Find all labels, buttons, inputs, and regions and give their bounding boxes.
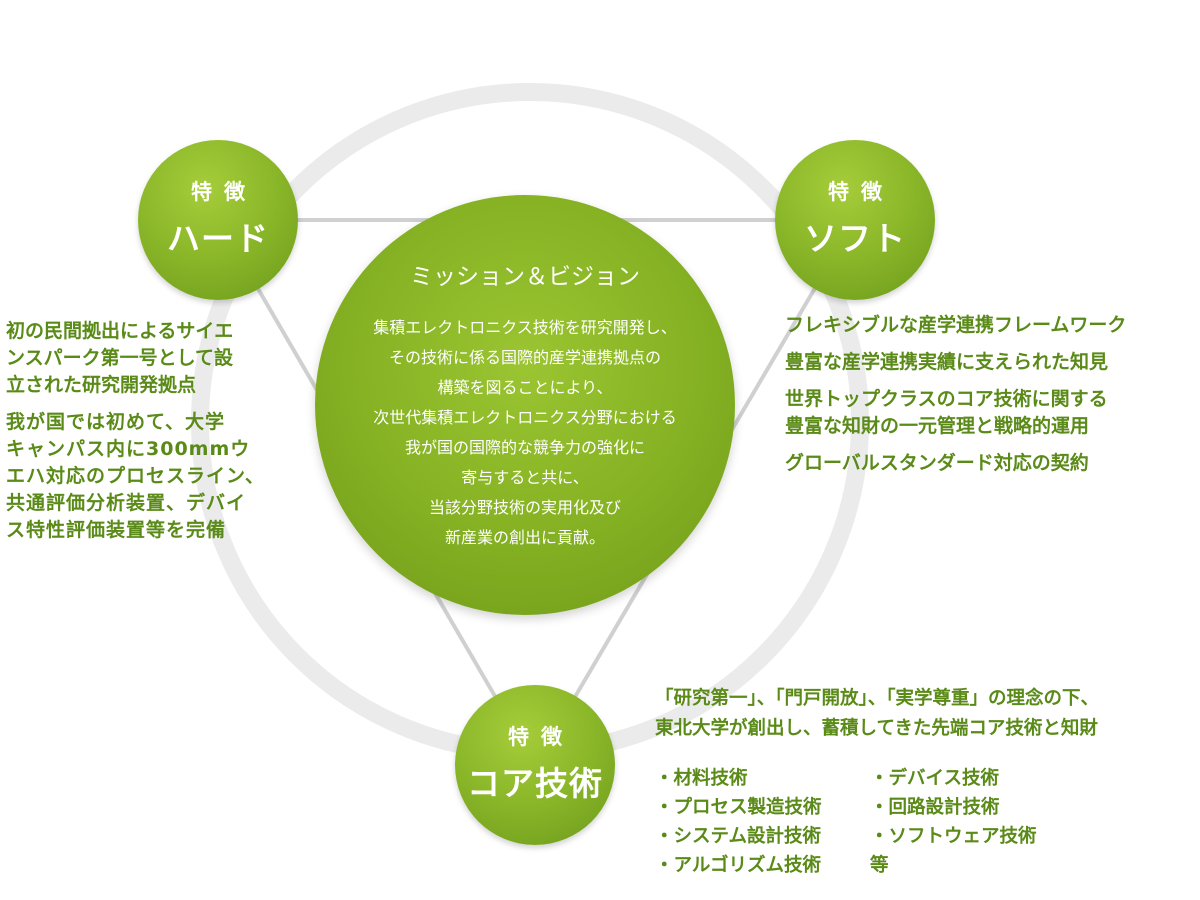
node-kicker: 特徴	[508, 725, 574, 749]
core-tech-item: 等	[870, 855, 889, 876]
mission-line: 我が国の国際的な競争力の強化に	[404, 438, 645, 457]
mission-line: 新産業の創出に貢献。	[444, 528, 605, 547]
feature-node-hard: 特徴 ハード	[138, 140, 298, 300]
mission-line: 次世代集積エレクトロニクス分野における	[373, 408, 677, 427]
hard-line: 我が国では初めて、大学	[6, 411, 226, 433]
node-kicker: 特徴	[191, 180, 257, 204]
core-tech-item: ・材料技術	[655, 768, 748, 789]
core-tech-item: ・アルゴリズム技術	[655, 855, 821, 876]
core-tech-item: ・デバイス技術	[870, 768, 999, 789]
core-intro-line: 東北大学が創出し、蓄積してきた先端コア技術と知財	[655, 718, 1098, 739]
hard-line: 立された研究開発拠点	[6, 374, 197, 396]
mission-line: 集積エレクトロニクス技術を研究開発し、	[373, 318, 677, 337]
node-name: コア技術	[467, 764, 603, 803]
hard-line: ンスパーク第一号として設	[6, 347, 234, 369]
hard-line: エハ対応のプロセスライン、	[6, 465, 265, 487]
mission-vision-title: ミッション＆ビジョン	[410, 264, 640, 290]
hard-line: ス特性評価装置等を完備	[6, 519, 227, 541]
hard-paragraph-2: 我が国では初めて、大学 キャンパス内に300mmウ エハ対応のプロセスライン、 …	[6, 409, 296, 544]
hard-paragraph-1: 初の民間拠出によるサイエ ンスパーク第一号として設 立された研究開発拠点	[6, 318, 296, 399]
mission-vision-body: 集積エレクトロニクス技術を研究開発し、 その技術に係る国際的産学連携拠点の 構築…	[345, 313, 705, 553]
core-intro: 「研究第一」、「門戸開放」、「実学尊重」の理念の下、 東北大学が創出し、蓄積して…	[655, 684, 1200, 744]
soft-item: 豊富な産学連携実績に支えられた知見	[785, 351, 1109, 373]
node-kicker: 特徴	[828, 180, 894, 204]
soft-description: フレキシブルな産学連携フレームワーク 豊富な産学連携実績に支えられた知見 世界ト…	[785, 312, 1195, 487]
hard-line: キャンパス内に300mmウ	[6, 438, 251, 460]
core-tech-item: ・回路設計技術	[870, 797, 1000, 818]
mission-line: 構築を図ることにより、	[437, 378, 613, 397]
soft-item: 世界トップクラスのコア技術に関する 豊富な知財の一元管理と戦略的運用	[785, 388, 1108, 437]
node-name: ソフト	[804, 219, 906, 258]
core-tech-list: ・材料技術 ・デバイス技術 ・プロセス製造技術 ・回路設計技術 ・システム設計技…	[655, 764, 1200, 880]
feature-node-core: 特徴 コア技術	[455, 685, 615, 845]
hard-line: 初の民間拠出によるサイエ	[6, 320, 234, 342]
node-name: ハード	[167, 219, 269, 258]
core-tech-item: ・ソフトウェア技術	[870, 826, 1037, 847]
mission-line: 寄与すると共に、	[461, 468, 589, 487]
core-tech-item: ・システム設計技術	[655, 826, 821, 847]
core-intro-line: 「研究第一」、「門戸開放」、「実学尊重」の理念の下、	[655, 688, 1100, 709]
soft-item: フレキシブルな産学連携フレームワーク	[785, 314, 1127, 336]
core-tech-item: ・プロセス製造技術	[655, 797, 822, 818]
mission-vision-circle: ミッション＆ビジョン 集積エレクトロニクス技術を研究開発し、 その技術に係る国際…	[315, 195, 735, 615]
hard-line: 共通評価分析装置、デバイ	[6, 492, 247, 514]
mission-line: 当該分野技術の実用化及び	[428, 498, 621, 517]
mission-line: その技術に係る国際的産学連携拠点の	[388, 348, 661, 367]
soft-item: グローバルスタンダード対応の契約	[785, 452, 1089, 474]
core-description: 「研究第一」、「門戸開放」、「実学尊重」の理念の下、 東北大学が創出し、蓄積して…	[655, 684, 1200, 880]
hard-description: 初の民間拠出によるサイエ ンスパーク第一号として設 立された研究開発拠点 我が国…	[6, 318, 296, 554]
feature-node-soft: 特徴 ソフト	[775, 140, 935, 300]
